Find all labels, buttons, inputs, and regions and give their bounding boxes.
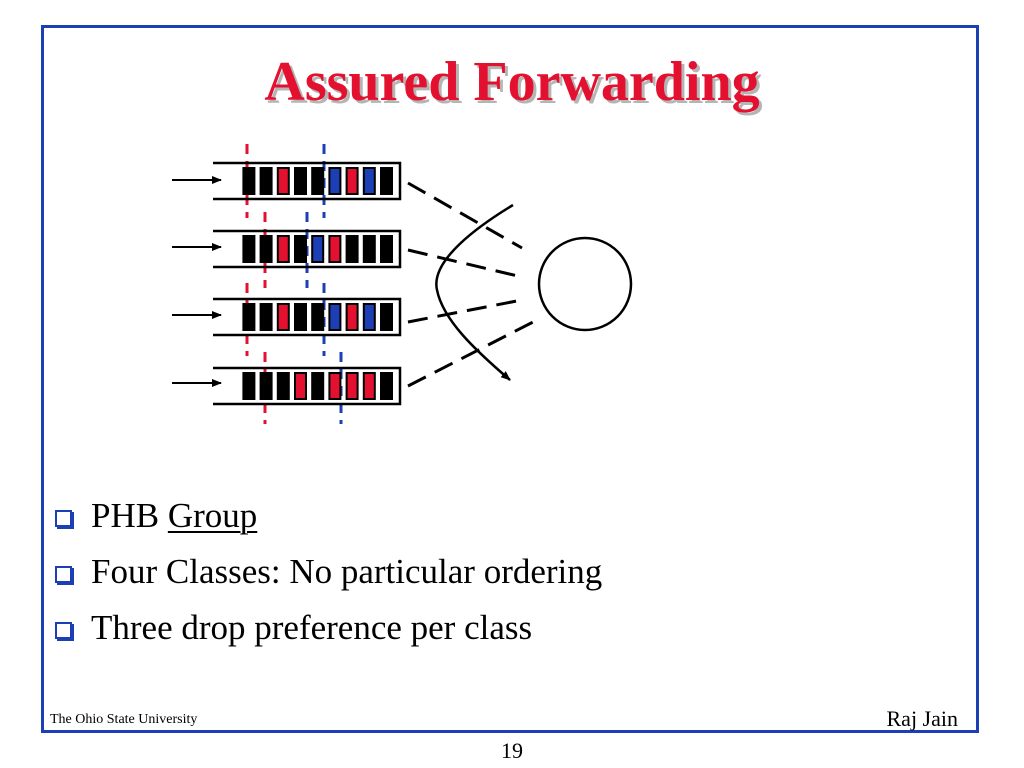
footer-university: The Ohio State University — [50, 712, 198, 727]
checkbox-bullet-icon — [55, 621, 72, 639]
checkbox-bullet-icon — [55, 565, 72, 583]
checkbox-bullet-icon — [55, 509, 72, 527]
page-number: 19 — [501, 738, 523, 763]
slide-frame — [41, 25, 979, 733]
bullet-four-classes: Four Classes: No particular ordering — [55, 544, 602, 600]
bullet-text-1: PHB Group — [91, 496, 258, 535]
bullet-text-2: Four Classes: No particular ordering — [91, 552, 603, 591]
group-link[interactable]: Group — [167, 496, 258, 535]
footer-author: Raj Jain — [886, 706, 959, 731]
bullet-list: PHB Group Four Classes: No particular or… — [55, 488, 602, 656]
bullet-text-3: Three drop preference per class — [91, 608, 533, 647]
bullet-drop-preference: Three drop preference per class — [55, 600, 602, 656]
bullet-phb-group: PHB Group — [55, 488, 602, 544]
slide-title: Assured Forwarding — [264, 51, 760, 113]
